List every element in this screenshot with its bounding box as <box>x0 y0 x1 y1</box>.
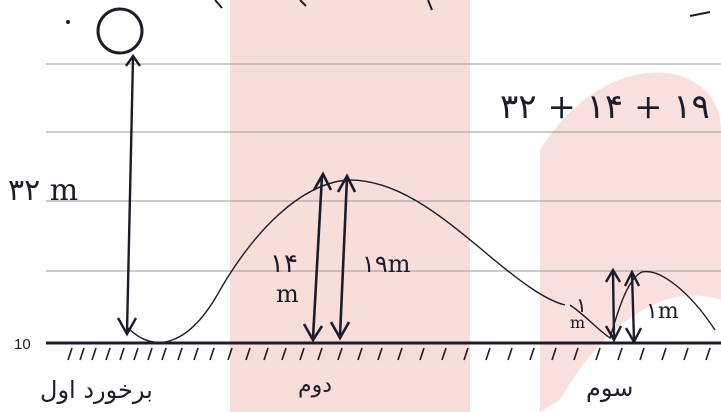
trajectory-bounce-2 <box>569 270 716 340</box>
ball-icon <box>96 7 144 55</box>
bounce3-down-head <box>604 325 623 343</box>
bounce3-up-shaft <box>630 273 636 341</box>
bounce2-up-arrow <box>329 173 357 341</box>
drop-arrow-head <box>116 317 138 337</box>
bounce3-down-arrow <box>604 267 623 343</box>
bounce2-down-tail <box>312 171 333 191</box>
impact-label-second: دوم <box>298 373 332 398</box>
bounce2-up-head <box>336 173 357 193</box>
ground-hatching <box>67 347 711 361</box>
rule-lines <box>46 63 721 272</box>
top-scribble <box>214 0 711 17</box>
ground-label: 10 <box>14 336 31 353</box>
drop-arrow <box>116 53 141 337</box>
watermark-curve <box>540 72 721 412</box>
bounce2-up-tail <box>329 321 351 341</box>
impact-label-third: سوم <box>586 374 633 402</box>
bounce2-up-shaft <box>338 177 349 337</box>
drop-height-label: ۳۲ m <box>8 173 78 208</box>
bounce2-down-shaft <box>311 175 324 339</box>
bounce3-up-tail <box>624 327 643 345</box>
bounce2-down-head <box>302 323 324 343</box>
bounce3-down-shaft <box>611 271 616 339</box>
bounce3-down-label: ۱ <box>576 293 587 317</box>
drop-arrow-tail <box>125 53 141 67</box>
impact-label-first: برخورد اول <box>40 376 153 404</box>
watermark-shape <box>230 0 470 412</box>
drop-arrow-shaft <box>125 57 135 333</box>
watermark <box>230 0 721 412</box>
ball-icon-circle <box>96 7 144 55</box>
hatch-marks <box>67 347 711 361</box>
bounce3-down-unit: m <box>570 313 585 332</box>
bounce3-up-label: ۱m <box>646 299 679 324</box>
bounce3-up-head <box>623 269 641 287</box>
bounce2-down-arrow <box>302 171 333 343</box>
bounce2-down-unit: m <box>276 280 299 308</box>
bounce2-up-label: ۱۹m <box>362 250 411 278</box>
total-expression: ۳۲ + ۱۴ + ۱۹ <box>500 87 710 127</box>
bounce2-down-label: ۱۴ <box>270 249 298 279</box>
dot-mark <box>66 20 70 24</box>
bounce3-up-arrow <box>623 269 643 345</box>
bounce3-down-tail <box>604 267 622 283</box>
